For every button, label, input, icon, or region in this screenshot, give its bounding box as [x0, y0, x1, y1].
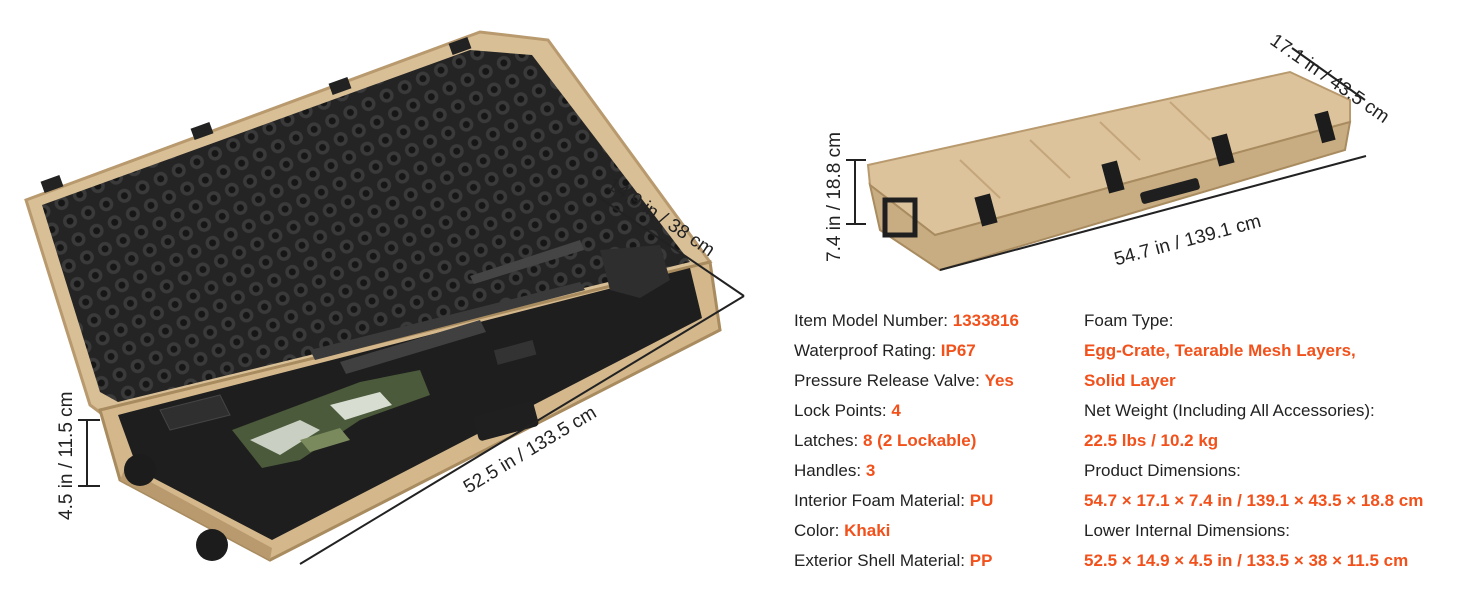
spec-lower-dim-value: 52.5 × 14.9 × 4.5 in / 133.5 × 38 × 11.5… — [1084, 551, 1409, 570]
open-case-illustration — [24, 30, 722, 562]
spec-product-dim-label: Product Dimensions: — [1084, 461, 1241, 480]
spec-item-model: Item Model Number: 1333816 — [794, 311, 1019, 330]
spec-net-weight-value: 22.5 lbs / 10.2 kg — [1084, 431, 1219, 450]
spec-latches: Latches: 8 (2 Lockable) — [794, 431, 977, 450]
spec-foam-type-label: Foam Type: — [1084, 311, 1174, 330]
spec-foam-type-value-1: Egg-Crate, Tearable Mesh Layers, — [1084, 341, 1356, 360]
spec-foam-material: Interior Foam Material: PU — [794, 491, 994, 510]
spec-handles: Handles: 3 — [794, 461, 876, 480]
open-case-depth-label: 4.5 in / 11.5 cm — [56, 391, 77, 521]
closed-case-dimension-lines — [846, 47, 1367, 271]
spec-shell-material: Exterior Shell Material: PP — [794, 551, 993, 570]
spec-pressure-valve: Pressure Release Valve: Yes — [794, 371, 1014, 390]
spec-net-weight-label: Net Weight (Including All Accessories): — [1084, 401, 1375, 420]
specs-left-column: Item Model Number: 1333816 Waterproof Ra… — [794, 306, 1019, 576]
spec-lock-points: Lock Points: 4 — [794, 401, 901, 420]
spec-product-dim-value: 54.7 × 17.1 × 7.4 in / 139.1 × 43.5 × 18… — [1084, 491, 1424, 510]
closed-case-height-label: 7.4 in / 18.8 cm — [824, 132, 845, 262]
closed-case-illustration — [866, 70, 1352, 272]
spec-color: Color: Khaki — [794, 521, 891, 540]
open-case-dimension-lines — [78, 195, 745, 565]
specs-right-column: Foam Type: Egg-Crate, Tearable Mesh Laye… — [1084, 306, 1423, 576]
spec-lower-dim-label: Lower Internal Dimensions: — [1084, 521, 1290, 540]
spec-foam-type-value-2: Solid Layer — [1084, 371, 1176, 390]
spec-waterproof: Waterproof Rating: IP67 — [794, 341, 976, 360]
